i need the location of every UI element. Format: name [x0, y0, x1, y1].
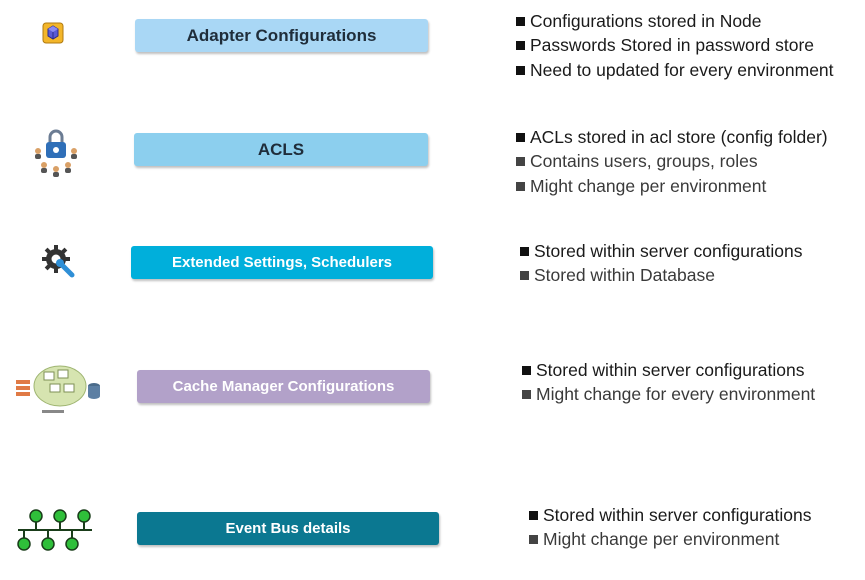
acls-label: ACLS — [257, 139, 305, 159]
acls-bullets: ACLs stored in acl store (config folder)… — [516, 125, 828, 198]
bullet-square-icon — [522, 366, 531, 375]
event-bus-box: Event Bus details — [137, 512, 439, 545]
extended-settings-bullets: Stored within server configurations Stor… — [520, 239, 802, 288]
bullet-square-icon — [516, 157, 525, 167]
users-lock-icon — [30, 125, 82, 177]
bullet-item: Stored within server configurations — [529, 503, 811, 527]
cube-icon — [40, 20, 66, 46]
bullet-item: Passwords Stored in password store — [516, 33, 834, 57]
data-cloud-icon — [14, 360, 100, 418]
adapter-configurations-box: Adapter Configurations — [135, 19, 428, 52]
bullet-square-icon — [529, 535, 538, 545]
bullet-item: Might change per environment — [529, 527, 811, 551]
bullet-square-icon — [516, 65, 525, 75]
acls-box: ACLS — [134, 133, 428, 166]
bullet-item: ACLs stored in acl store (config folder) — [516, 125, 828, 149]
adapter-configurations-bullets: Configurations stored in Node Passwords … — [516, 9, 834, 82]
bullet-item: Need to updated for every environment — [516, 58, 834, 82]
bullet-item: Stored within Database — [520, 263, 802, 287]
event-bus-bullets: Stored within server configurations Migh… — [529, 503, 811, 552]
cache-manager-bullets: Stored within server configurations Migh… — [522, 358, 815, 407]
cache-manager-box: Cache Manager Configurations — [137, 370, 430, 403]
bullet-square-icon — [520, 247, 529, 256]
bullet-square-icon — [516, 41, 525, 51]
extended-settings-box: Extended Settings, Schedulers — [131, 246, 433, 279]
bullet-item: Might change per environment — [516, 174, 828, 198]
network-bus-icon — [16, 508, 94, 552]
bullet-item: Stored within server configurations — [520, 239, 802, 263]
gear-wrench-icon — [40, 243, 76, 279]
bullet-square-icon — [516, 133, 525, 142]
bullet-square-icon — [516, 181, 525, 191]
bullet-square-icon — [522, 390, 531, 400]
bullet-item: Might change for every environment — [522, 382, 815, 406]
bullet-square-icon — [529, 511, 538, 520]
bullet-item: Configurations stored in Node — [516, 9, 834, 33]
bullet-square-icon — [520, 271, 529, 281]
extended-settings-label: Extended Settings, Schedulers — [171, 254, 393, 271]
bullet-item: Contains users, groups, roles — [516, 149, 828, 173]
event-bus-label: Event Bus details — [225, 520, 351, 537]
cache-manager-label: Cache Manager Configurations — [172, 378, 395, 395]
bullet-item: Stored within server configurations — [522, 358, 815, 382]
adapter-configurations-label: Adapter Configurations — [186, 25, 377, 45]
bullet-square-icon — [516, 17, 525, 26]
